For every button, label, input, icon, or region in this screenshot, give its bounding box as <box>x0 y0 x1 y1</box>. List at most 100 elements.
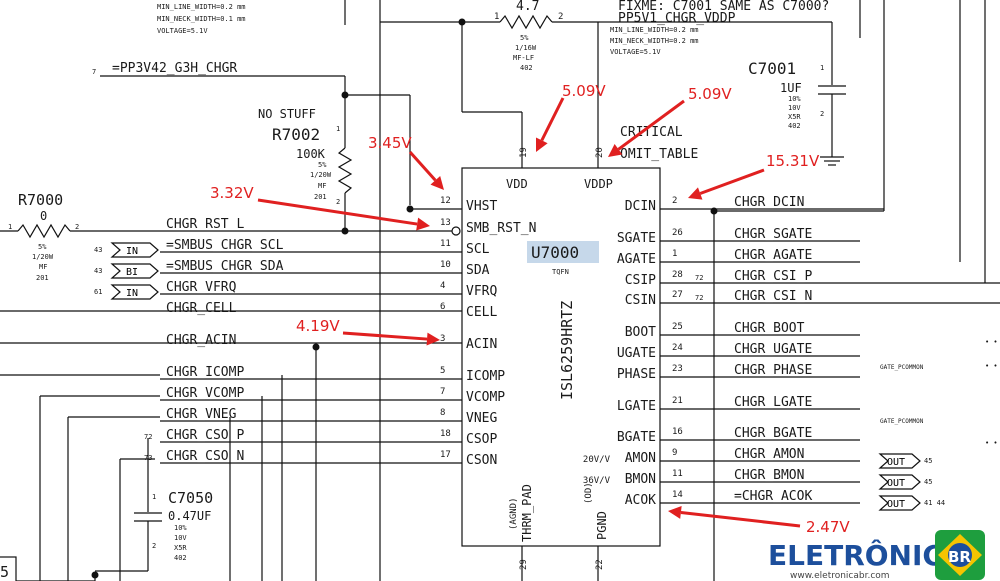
port-tag-text: OUT <box>887 478 905 489</box>
watermark-brand: ELETRÔNICA <box>768 538 965 572</box>
pin-num-scl: 11 <box>440 239 451 249</box>
pin-num-vddp: 20 <box>595 147 605 158</box>
r7000-type: MF <box>39 263 47 271</box>
r7000-power: 1/20W <box>32 253 54 261</box>
pin-name-scl: SCL <box>466 242 490 257</box>
page-ref: 72 <box>695 274 703 282</box>
net-chgr-lgate: CHGR_LGATE <box>734 395 812 410</box>
page-ref: 72 <box>695 294 703 302</box>
pin-name-agate: AGATE <box>617 252 656 267</box>
net-chgr-phase: CHGR_PHASE <box>734 363 812 378</box>
net-chgr-vfrq: CHGR_VFRQ <box>166 280 237 295</box>
net-chgr-agate: CHGR_AGATE <box>734 248 812 263</box>
note-voltage: VOLTAGE=5.1V <box>157 27 208 35</box>
fixme-note: FIXME: C7001 SAME AS C7000? <box>618 0 829 14</box>
r7002-symbol <box>337 147 353 194</box>
net-chgr-csi-n: CHGR_CSI_N <box>734 289 812 304</box>
resistor-top-type: MF-LF <box>513 54 534 62</box>
voltage-label: 5.09V <box>688 85 732 103</box>
pin-num-sda: 10 <box>440 260 451 270</box>
pin-name-cell: CELL <box>466 305 497 320</box>
net-chgr-icomp: CHGR_ICOMP <box>166 365 244 380</box>
r7002-power: 1/20W <box>310 171 332 179</box>
pin-name-icomp: ICOMP <box>466 369 505 384</box>
voltage-arrow-line <box>257 198 418 226</box>
voltage-label: 5.09V <box>562 82 606 100</box>
voltage-label: 2.47V <box>806 518 850 536</box>
r7002-ref: R7002 <box>272 125 320 144</box>
note2-line-width: MIN_LINE_WIDTH=0.2 mm <box>610 26 699 34</box>
pin-num-vhst: 12 <box>440 196 451 206</box>
r7002-tol: 5% <box>318 161 327 169</box>
edge-dots-1: • • <box>985 338 998 346</box>
pin-name-boot: BOOT <box>625 325 656 340</box>
pin-num-thrm: 29 <box>519 559 529 570</box>
resistor-top-pin2: 2 <box>558 12 563 22</box>
voltage-label: 3.32V <box>210 184 254 202</box>
port-tag-text: IN <box>126 288 138 299</box>
pin-name-sgate: SGATE <box>617 231 656 246</box>
port-tag-in <box>110 284 159 300</box>
inversion-bubble <box>451 226 461 236</box>
port-tag-text: BI <box>126 267 138 278</box>
pin-name-dcin: DCIN <box>625 199 656 214</box>
pin-name-csip: CSIP <box>625 273 656 288</box>
c7050-dielectric: X5R <box>174 544 187 552</box>
r7002-size: 201 <box>314 193 327 201</box>
r7002-pin1: 1 <box>336 125 340 133</box>
pin-gain-amon: 20V/V <box>583 455 611 465</box>
pin-name-acin: ACIN <box>466 337 497 352</box>
u7000-package: TQFN <box>552 268 569 276</box>
resistor-top-symbol <box>499 14 553 30</box>
pin-num-vfrq: 4 <box>440 281 445 291</box>
net-chgr-vcomp: CHGR_VCOMP <box>166 386 244 401</box>
voltage-label: 3.45V <box>368 134 412 152</box>
r7002-type: MF <box>318 182 326 190</box>
c7001-dielectric: X5R <box>788 113 801 121</box>
u7000-part: ISL6259HRTZ <box>558 301 576 400</box>
omit-table-label: OMIT_TABLE <box>620 147 698 162</box>
pin-num-amon: 9 <box>672 448 677 458</box>
pin-name-bmon: BMON <box>625 472 656 487</box>
page-ref: 43 <box>94 267 102 275</box>
r7002-pin2: 2 <box>336 198 340 206</box>
voltage-arrow-head <box>430 175 444 190</box>
c7001-size: 402 <box>788 122 801 130</box>
pin-num-smb-rst-n: 13 <box>440 218 451 228</box>
c7001-ref: C7001 <box>748 59 796 78</box>
pin-name-acok: ACOK <box>625 493 656 508</box>
port-tag-text: OUT <box>887 457 905 468</box>
pin-num-vneg: 8 <box>440 408 445 418</box>
net-chgr-acin: CHGR_ACIN <box>166 333 236 348</box>
voltage-arrow-head <box>668 506 682 519</box>
r7000-value: 0 <box>40 209 47 223</box>
resistor-top-pin1: 1 <box>494 12 499 22</box>
r7000-pin2: 2 <box>75 223 79 231</box>
pin-name-vcomp: VCOMP <box>466 390 505 405</box>
net-chgr-cell: CHGR_CELL <box>166 301 237 316</box>
c7050-size: 402 <box>174 554 187 562</box>
port-tag-in <box>110 242 159 258</box>
pin-num-icomp: 5 <box>440 366 445 376</box>
note-neck-width: MIN_NECK_WIDTH=0.1 mm <box>157 15 246 23</box>
c7050-pin1: 1 <box>152 493 156 501</box>
pin-name-sda: SDA <box>466 263 490 278</box>
voltage-arrow-head <box>608 144 623 157</box>
voltage-arrow-line <box>699 168 765 195</box>
pin-num-csip: 28 <box>672 270 683 280</box>
pin-name-vfrq: VFRQ <box>466 284 497 299</box>
rail-3v42-pin: 7 <box>92 68 96 76</box>
r7002-nostuff: NO STUFF <box>258 107 316 121</box>
c7050-value: 0.47UF <box>168 509 211 523</box>
net-chgr-bmon: CHGR_BMON <box>734 468 804 483</box>
voltage-arrow-head <box>426 332 440 346</box>
page-ref: 45 <box>924 457 932 465</box>
pin-name-smb-rst-n: SMB_RST_N <box>466 221 536 236</box>
pin-num-agate: 1 <box>672 249 677 259</box>
r7000-tol: 5% <box>38 243 47 251</box>
voltage-label: 4.19V <box>296 317 340 335</box>
r7002-value: 100K <box>296 147 326 161</box>
r7000-pin1: 1 <box>8 223 12 231</box>
